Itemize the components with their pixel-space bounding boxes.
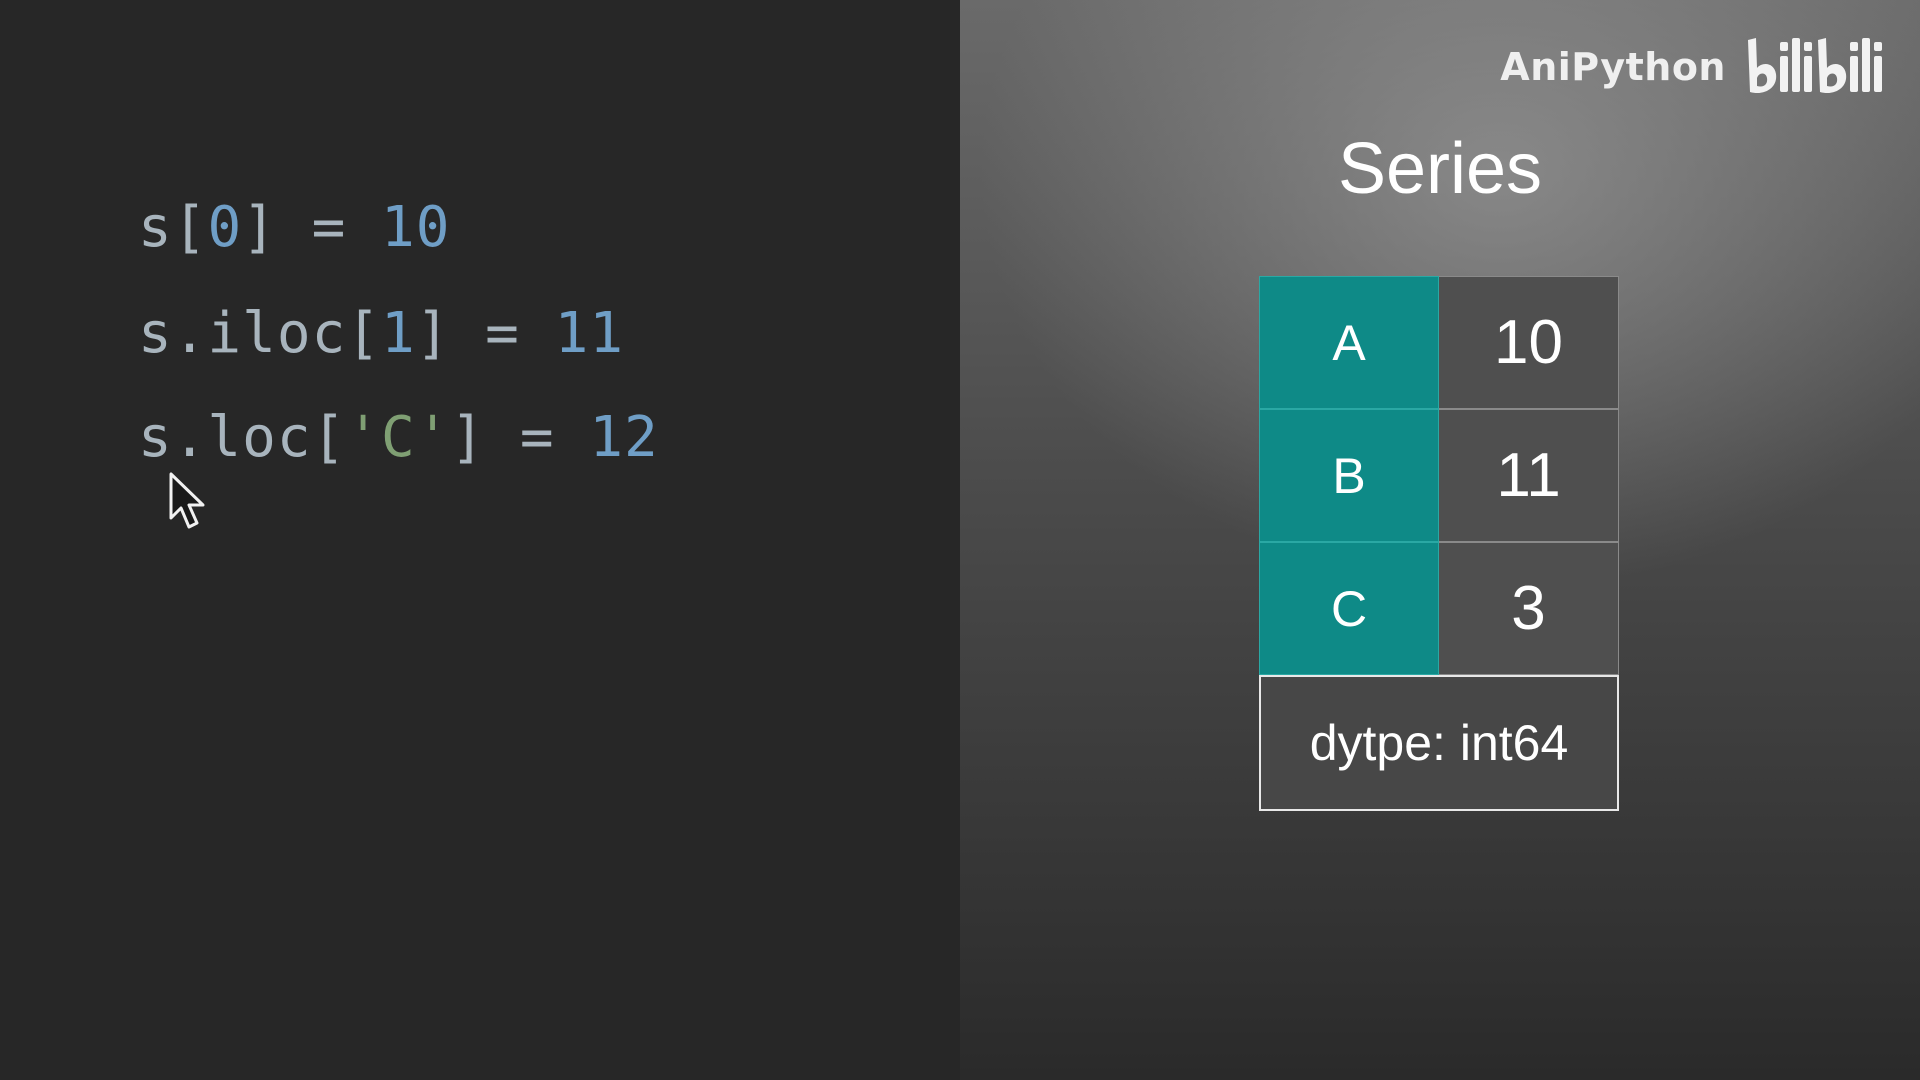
- code-operator: =: [450, 301, 555, 366]
- visualization-pane: AniPython Serie: [960, 0, 1920, 1080]
- series-row: B 11: [1259, 409, 1619, 542]
- code-bracket-close: ]: [450, 405, 486, 470]
- code-line-1: s[0] = 10: [138, 196, 450, 260]
- code-value: 11: [554, 301, 625, 366]
- code-arg: 'C': [346, 405, 451, 470]
- series-index-cell: B: [1259, 409, 1439, 542]
- code-bracket-open: [: [311, 405, 347, 470]
- channel-watermark: AniPython: [1500, 34, 1884, 100]
- code-line-2: s.iloc[1] = 11: [138, 302, 624, 366]
- channel-name: AniPython: [1500, 45, 1726, 89]
- series-table: A 10 B 11 C 3 dytpe: int64: [1259, 276, 1619, 811]
- series-row: A 10: [1259, 276, 1619, 409]
- code-operator: =: [485, 405, 590, 470]
- bilibili-logo-icon: [1748, 38, 1882, 94]
- code-var: s.iloc: [138, 301, 347, 366]
- series-index-cell: A: [1259, 276, 1439, 409]
- code-arg: 1: [381, 301, 416, 366]
- code-var: s.loc: [138, 405, 312, 470]
- code-value: 10: [381, 195, 451, 260]
- code-bracket-close: ]: [242, 195, 277, 260]
- series-index-cell: C: [1259, 542, 1439, 675]
- series-value-cell: 10: [1439, 276, 1619, 409]
- series-value-cell: 3: [1439, 542, 1619, 675]
- mouse-pointer-icon: [169, 472, 205, 529]
- code-operator: =: [276, 195, 382, 260]
- code-bracket-close: ]: [415, 301, 451, 366]
- series-title: Series: [1337, 129, 1543, 209]
- code-var: s: [138, 195, 173, 260]
- code-line-3: s.loc['C'] = 12: [138, 406, 659, 470]
- code-value: 12: [589, 405, 659, 470]
- code-arg: 0: [207, 195, 243, 260]
- code-bracket-open: [: [346, 301, 382, 366]
- series-row: C 3: [1259, 542, 1619, 675]
- code-bracket-open: [: [172, 195, 208, 260]
- series-dtype-label: dytpe: int64: [1259, 675, 1619, 811]
- series-value-cell: 11: [1439, 409, 1619, 542]
- code-pane: s[0] = 10 s.iloc[1] = 11 s.loc['C'] = 12: [138, 195, 659, 529]
